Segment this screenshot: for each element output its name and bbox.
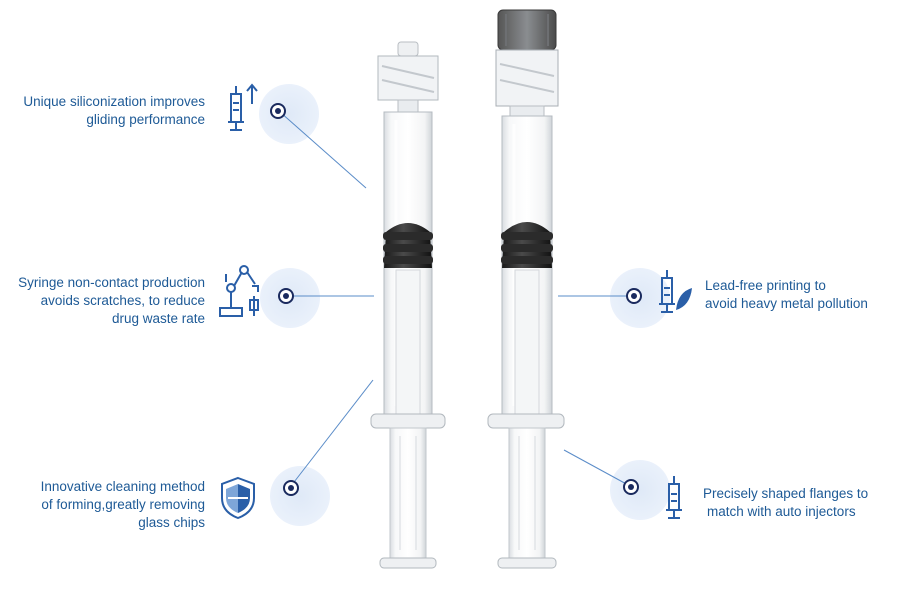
feature-marker-4 — [558, 268, 670, 328]
feature-text-line: match with auto injectors — [707, 504, 856, 519]
feature-text-line: of forming,greatly removing — [41, 497, 205, 512]
syringe-right-flange — [487, 413, 565, 429]
feature-marker-5 — [563, 449, 670, 520]
leader-line — [563, 449, 631, 487]
feature-marker-2 — [260, 268, 374, 328]
shield-icon — [221, 476, 255, 520]
syringe-left — [370, 41, 446, 569]
feature-label-cleaning-method: Innovative cleaning method of forming,gr… — [41, 478, 205, 532]
feature-label-flanges: Precisely shaped flanges to match with a… — [703, 485, 868, 521]
syringe-right — [487, 9, 565, 569]
syringe-right-thumb-press — [497, 557, 557, 569]
syringe-left-cap — [377, 55, 439, 101]
syringe-left-flange — [370, 413, 446, 429]
feature-label-siliconization: Unique siliconization improves gliding p… — [23, 93, 205, 129]
feature-text-line: Lead-free printing to — [705, 278, 826, 293]
syringe-left-cap-tip — [397, 41, 419, 57]
syringe-icon — [666, 476, 682, 519]
marker-halo — [259, 84, 319, 144]
robot-arm-icon — [219, 265, 259, 317]
feature-text-line: Syringe non-contact production — [18, 275, 205, 290]
feature-marker-3 — [270, 379, 374, 526]
feature-text-line: gliding performance — [86, 112, 205, 127]
feature-label-lead-free-printing: Lead-free printing to avoid heavy metal … — [705, 277, 868, 313]
marker-halo — [270, 466, 330, 526]
leader-line — [279, 111, 367, 189]
syringe-right-rod — [508, 427, 546, 559]
feature-text-line: avoids scratches, to reduce — [40, 293, 205, 308]
feature-marker-1 — [259, 84, 367, 189]
syringe-right-luer-lock — [495, 49, 559, 107]
marker-halo — [610, 460, 670, 520]
feature-text-line: avoid heavy metal pollution — [705, 296, 868, 311]
feature-text-line: drug waste rate — [111, 311, 205, 326]
syringe-leaf-icon — [659, 270, 692, 313]
feature-text-line: glass chips — [138, 515, 205, 530]
feature-text-line: Unique siliconization improves — [23, 94, 205, 109]
feature-label-non-contact-production: Syringe non-contact production avoids sc… — [18, 274, 205, 328]
feature-text-line: Innovative cleaning method — [40, 479, 205, 494]
syringe-left-thumb-press — [379, 557, 437, 569]
feature-text-line: Precisely shaped flanges to — [703, 486, 869, 501]
leader-line — [290, 379, 374, 487]
syringe-left-rod — [389, 427, 427, 559]
syringe-up-arrow-icon — [228, 83, 258, 131]
